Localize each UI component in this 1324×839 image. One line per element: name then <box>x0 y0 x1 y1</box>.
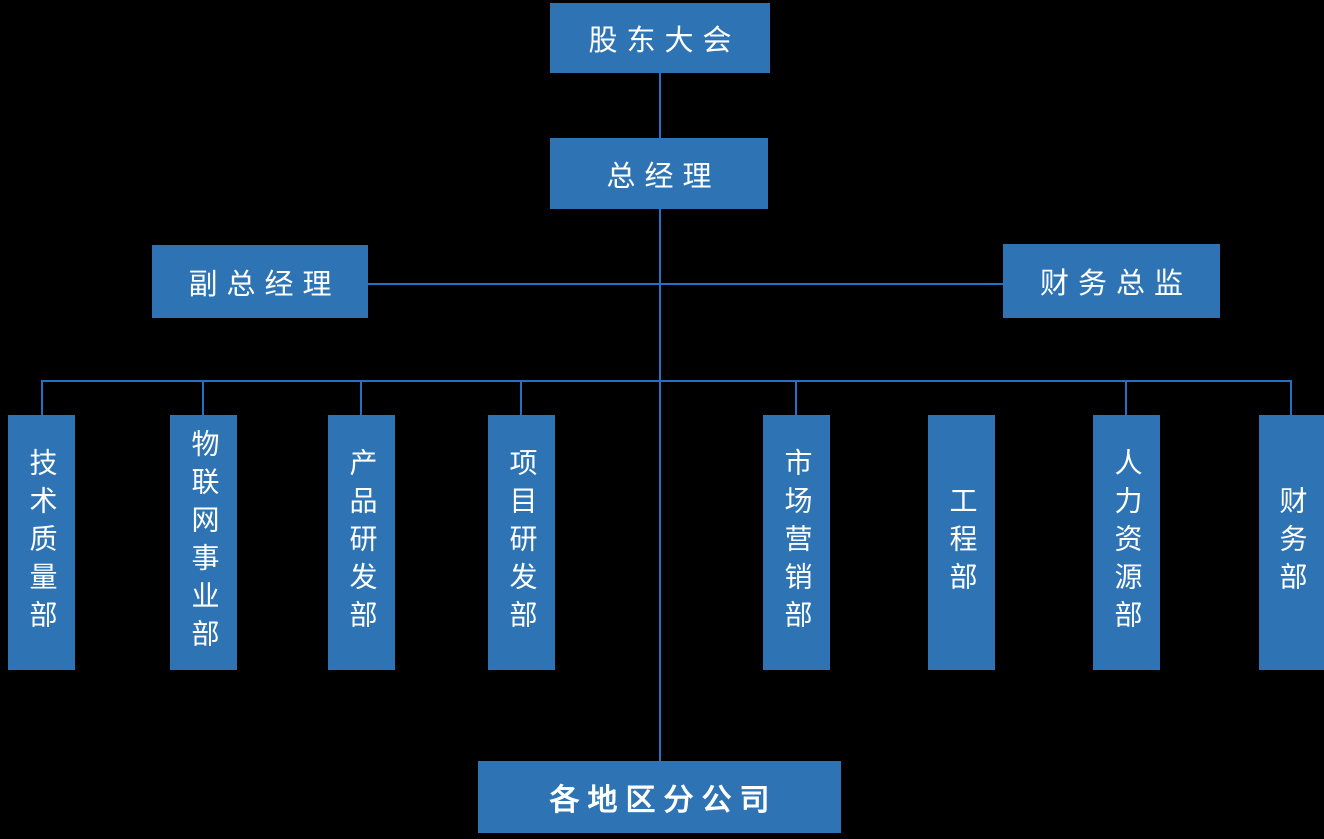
org-node-regional-branch-companies: 各地区分公司 <box>478 761 841 833</box>
org-node-general-manager: 总经理 <box>550 138 768 209</box>
org-node-finance-director: 财务总监 <box>1003 244 1220 318</box>
org-node-dept-project-rd: 项目研发部 <box>488 415 555 670</box>
org-node-label: 项目研发部 <box>505 447 539 638</box>
connector-department-bus <box>42 380 1292 382</box>
org-node-dept-product-rd: 产品研发部 <box>328 415 395 670</box>
org-node-deputy-general-manager: 副总经理 <box>152 245 368 318</box>
org-node-dept-tech-quality: 技术质量部 <box>8 415 75 670</box>
org-node-label: 人力资源部 <box>1110 447 1144 638</box>
org-node-shareholders-meeting: 股东大会 <box>550 3 770 73</box>
org-node-label: 技术质量部 <box>25 447 59 638</box>
org-node-dept-human-resources: 人力资源部 <box>1093 415 1160 670</box>
org-node-label: 财务部 <box>1275 485 1309 600</box>
org-node-dept-iot-business: 物联网事业部 <box>170 415 237 670</box>
connector-drop-project-rd <box>520 380 522 416</box>
org-node-label: 副总经理 <box>188 266 341 301</box>
org-node-label: 市场营销部 <box>780 447 814 638</box>
connector-drop-iot <box>202 380 204 416</box>
connector-drop-finance-dept <box>1290 380 1292 416</box>
org-node-label: 财务总监 <box>1039 266 1192 300</box>
connector-drop-hr <box>1125 380 1127 416</box>
connector-gm-trunk <box>659 209 661 762</box>
org-node-label: 物联网事业部 <box>187 428 221 657</box>
connector-drop-product-rd <box>360 380 362 416</box>
org-node-label: 总经理 <box>606 158 721 193</box>
org-node-dept-marketing: 市场营销部 <box>763 415 830 670</box>
org-node-dept-finance: 财务部 <box>1259 415 1324 670</box>
connector-drop-tech-quality <box>41 380 43 416</box>
org-node-label: 股东大会 <box>588 23 741 57</box>
connector-shareholders-to-gm <box>659 73 661 138</box>
connector-drop-marketing <box>795 380 797 416</box>
connector-deputy-cfo-branch <box>368 283 1003 285</box>
org-node-label: 工程部 <box>945 485 979 600</box>
org-node-label: 产品研发部 <box>345 447 379 638</box>
org-node-dept-engineering: 工程部 <box>928 415 995 670</box>
org-node-label: 各地区分公司 <box>549 783 778 818</box>
